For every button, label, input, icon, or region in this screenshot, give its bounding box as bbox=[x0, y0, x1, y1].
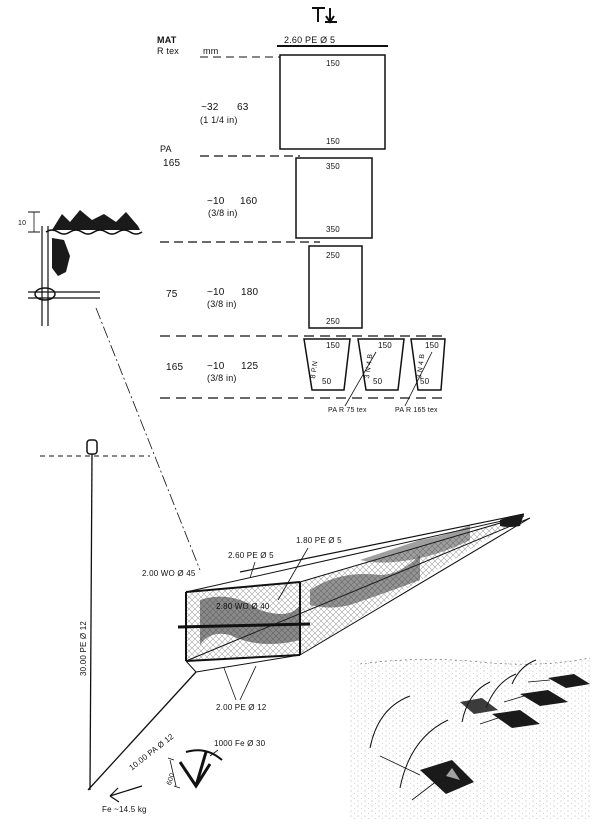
section-2-rtex: ~10 bbox=[207, 196, 225, 207]
wood-frame-label: 2.00 WO Ø 45 bbox=[142, 569, 196, 578]
wood-bar-label: 2.80 WO Ø 40 bbox=[216, 602, 270, 611]
headline-leader bbox=[249, 561, 256, 579]
anchor-weight-label: Fe ~14.5 kg bbox=[102, 805, 147, 814]
headline-rope-label: 2.60 PE Ø 5 bbox=[228, 551, 274, 560]
inset-leader-line bbox=[95, 307, 201, 571]
section-4-rtex-inch: (3/8 in) bbox=[207, 373, 237, 383]
section-3-mm: 180 bbox=[241, 287, 259, 298]
section-3-panel bbox=[308, 245, 363, 329]
section-3-rtex-inch: (3/8 in) bbox=[207, 299, 237, 309]
section-2-panel bbox=[295, 157, 373, 239]
rtex-header: R tex bbox=[157, 46, 180, 56]
vertical-rope-label: 30.00 PE Ø 12 bbox=[79, 620, 88, 676]
bridles-label: 2.00 PE Ø 12 bbox=[216, 703, 267, 712]
inset-float-detail bbox=[28, 210, 143, 326]
mm-header: mm bbox=[203, 46, 219, 56]
section-3-top-meshes: 250 bbox=[326, 251, 340, 260]
codend-panel-3-top-meshes: 150 bbox=[425, 341, 439, 350]
pa-note-1: PA R 75 tex bbox=[328, 407, 367, 414]
section-1-mm: 63 bbox=[237, 102, 249, 113]
pa-note-2-leader bbox=[404, 351, 433, 407]
anchor-icon bbox=[167, 749, 223, 789]
codend-panel-2 bbox=[357, 338, 405, 391]
codend-panel-2-top-meshes: 150 bbox=[378, 341, 392, 350]
section-1-panel bbox=[279, 54, 386, 150]
net-body bbox=[177, 513, 531, 673]
codend-panel-3-bottom-meshes: 50 bbox=[420, 377, 430, 386]
top-rope-label: 2.60 PE Ø 5 bbox=[284, 35, 336, 45]
codend-panel-2-bottom-meshes: 50 bbox=[373, 377, 383, 386]
section-2-pa: 165 bbox=[163, 158, 181, 169]
anchor-bar-label: 1000 Fe Ø 30 bbox=[214, 739, 266, 748]
section-4-pa: 165 bbox=[166, 362, 184, 373]
codend-panel-1-top-meshes: 150 bbox=[326, 341, 340, 350]
pa-note-2: PA R 165 tex bbox=[395, 407, 438, 414]
side-rope-label: 1.80 PE Ø 5 bbox=[296, 536, 342, 545]
inset-mesh-size: 10 bbox=[18, 220, 27, 227]
section-1-top-meshes: 150 bbox=[326, 59, 340, 68]
mat-header: MAT bbox=[157, 35, 177, 45]
codend-panel-3 bbox=[410, 338, 446, 391]
section-4-rtex: ~10 bbox=[207, 361, 225, 372]
side-rope-leader bbox=[277, 547, 309, 601]
section-1-bottom-meshes: 150 bbox=[326, 137, 340, 146]
section-2-bottom-meshes: 350 bbox=[326, 225, 340, 234]
codend-panel-1-bottom-meshes: 50 bbox=[322, 377, 332, 386]
section-2-rtex-inch: (3/8 in) bbox=[208, 208, 238, 218]
section-1-rtex: ~32 bbox=[201, 102, 219, 113]
pa-note-1-leader bbox=[344, 351, 377, 407]
bridles-leader-2 bbox=[239, 665, 257, 701]
orientation-symbol-icon bbox=[312, 7, 337, 24]
surface-buoy bbox=[86, 439, 98, 455]
anchor-weight-arrow-icon bbox=[109, 785, 143, 803]
section-2-top-meshes: 350 bbox=[326, 162, 340, 171]
bridles-leader-1 bbox=[223, 667, 237, 701]
section-3-rtex: ~10 bbox=[207, 287, 225, 298]
section-1-rtex-inch: (1 1/4 in) bbox=[200, 115, 238, 125]
pa-header: PA bbox=[160, 144, 172, 154]
codend-panel-1 bbox=[303, 338, 351, 391]
anchor-rope bbox=[87, 671, 197, 791]
section-3-pa: 75 bbox=[166, 289, 178, 300]
section-4-mm: 125 bbox=[241, 361, 259, 372]
section-2-mm: 160 bbox=[240, 196, 258, 207]
section-3-bottom-meshes: 250 bbox=[326, 317, 340, 326]
vertical-mooring-rope bbox=[89, 453, 93, 791]
seabed-scene bbox=[350, 657, 591, 820]
